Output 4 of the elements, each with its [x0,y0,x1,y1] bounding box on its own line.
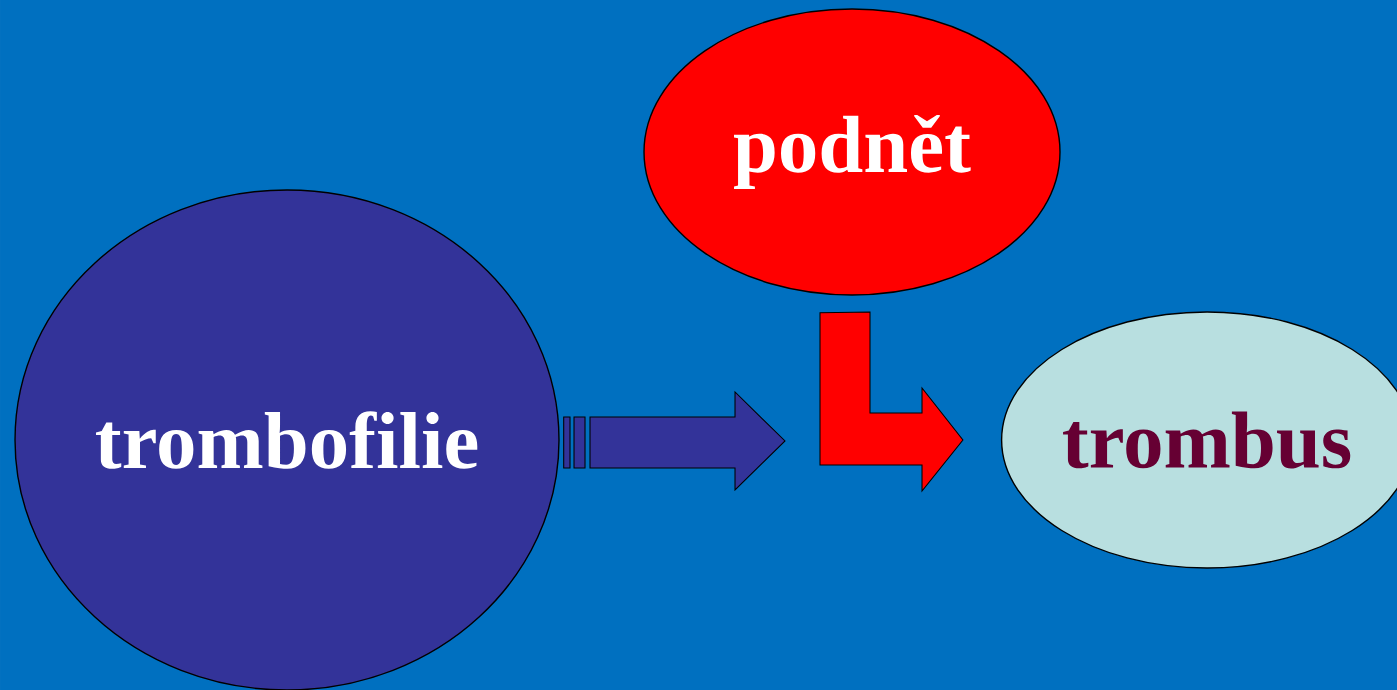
ellipse-node: podnět [643,8,1061,296]
block-arrow [563,390,786,492]
ellipse-node: trombofilie [14,189,560,690]
block-arrow [819,311,964,493]
